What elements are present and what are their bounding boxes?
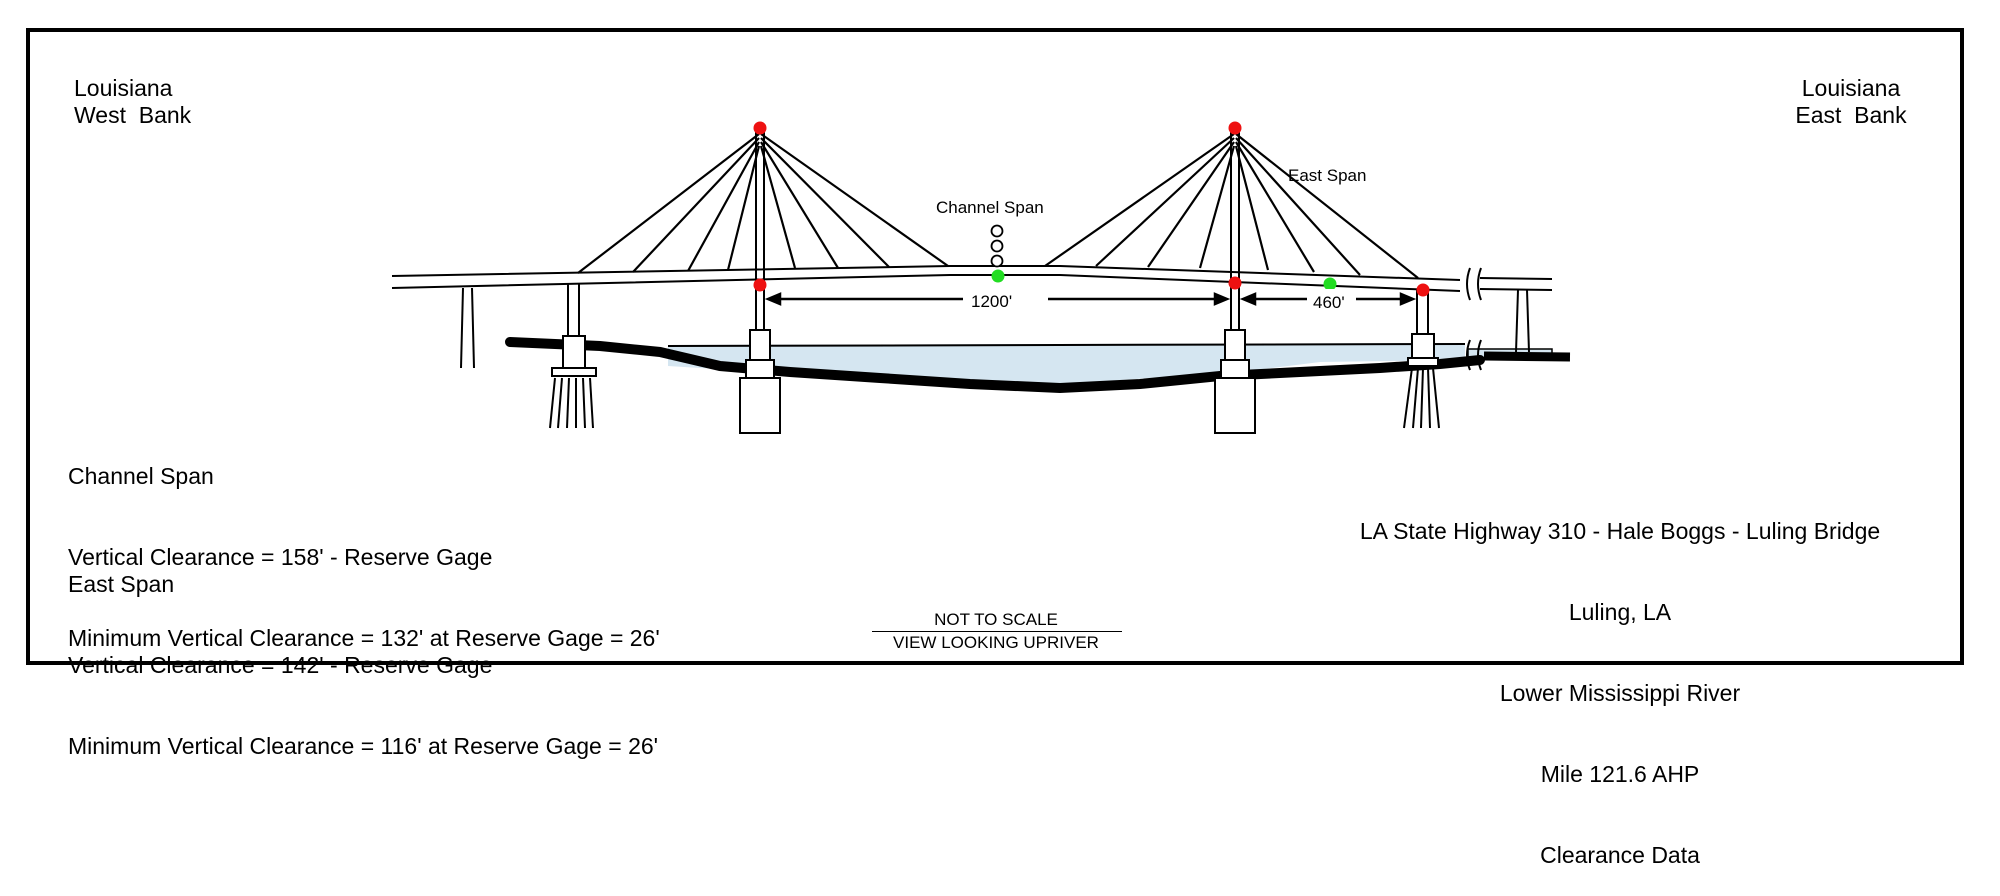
water-surface-line xyxy=(667,343,1466,347)
bridge-elevation-drawing xyxy=(391,121,1571,434)
east-span-clearance-notes: East Span Vertical Clearance = 142' - Re… xyxy=(68,517,658,787)
east-tower-top-light xyxy=(1228,121,1242,135)
east-approach-pier xyxy=(1515,289,1530,353)
east-span-label: East Span xyxy=(1288,166,1367,185)
channel-span-clearance-notes: Channel Span Vertical Clearance = 158' -… xyxy=(68,409,660,679)
west-tower xyxy=(739,130,781,434)
east-notes-heading: East Span xyxy=(68,571,175,597)
drawing-border xyxy=(26,28,1964,665)
bridge-info-route: LA State Highway 310 - Hale Boggs - Luli… xyxy=(1359,518,1881,544)
channel-span-label: Channel Span xyxy=(936,198,1044,217)
footer-divider xyxy=(872,631,1122,632)
bridge-info-river: Lower Mississippi River xyxy=(1499,680,1741,706)
east-tower xyxy=(1214,130,1256,434)
east-tower-pier-red-light xyxy=(1228,276,1242,290)
east-vertical-clearance: Vertical Clearance = 142' - Reserve Gage xyxy=(68,652,493,678)
bridge-info-location: Luling, LA xyxy=(1568,599,1672,625)
riverbed-line xyxy=(505,337,1485,394)
east-span-dimension-label: 460' xyxy=(1310,289,1348,316)
channel-center-green-light xyxy=(991,269,1005,283)
west-bank-line2: West Bank xyxy=(74,102,192,128)
bridge-deck xyxy=(391,265,1553,371)
bridge-info-block: LA State Highway 310 - Hale Boggs - Luli… xyxy=(1320,464,1920,896)
west-bank-line1: Louisiana xyxy=(74,75,173,101)
east-span-dimension xyxy=(1239,292,1417,306)
bridge-info-mile: Mile 121.6 AHP xyxy=(1540,761,1700,787)
west-tower-cables xyxy=(577,133,949,274)
east-span-green-light xyxy=(1323,277,1337,291)
river-water xyxy=(668,343,1465,386)
west-approach-pier xyxy=(460,287,475,369)
channel-vertical-clearance: Vertical Clearance = 158' - Reserve Gage xyxy=(68,544,493,570)
channel-span-dimension-label: 1200' xyxy=(968,288,1016,315)
bridge-info-title: Clearance Data xyxy=(1540,842,1700,868)
channel-notes-heading: Channel Span xyxy=(68,463,214,489)
east-minimum-clearance: Minimum Vertical Clearance = 116' at Res… xyxy=(68,733,659,759)
channel-range-lights xyxy=(990,224,1004,268)
east-anchor-red-light xyxy=(1416,283,1430,297)
west-anchor-pier xyxy=(549,284,597,429)
east-bank-line2: East Bank xyxy=(1795,102,1907,128)
east-ground-line xyxy=(1483,351,1571,362)
channel-span-dimension xyxy=(764,292,1231,306)
east-anchor-pier xyxy=(1403,290,1440,429)
east-tower-cables xyxy=(1044,133,1419,279)
west-pier-red-light xyxy=(753,278,767,292)
west-tower-top-light xyxy=(753,121,767,135)
not-to-scale-note: NOT TO SCALE xyxy=(934,610,1058,629)
channel-minimum-clearance: Minimum Vertical Clearance = 132' at Res… xyxy=(68,625,660,651)
view-direction-note: VIEW LOOKING UPRIVER xyxy=(893,633,1099,652)
east-bank-line1: Louisiana xyxy=(1801,75,1901,101)
